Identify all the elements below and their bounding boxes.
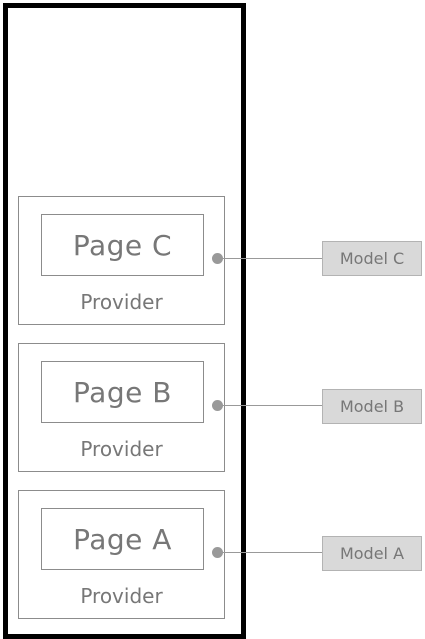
model-label-a: Model A [339, 544, 405, 563]
provider-label-a: Provider [80, 584, 163, 608]
provider-box-c: Page C Provider [18, 196, 225, 325]
page-box-b: Page B [41, 361, 204, 423]
connector-line-a [218, 552, 322, 553]
model-label-c: Model C [339, 249, 405, 268]
model-box-c: Model C [322, 241, 422, 276]
connector-dot-c [212, 253, 223, 264]
connector-dot-a [212, 547, 223, 558]
page-label-c: Page C [72, 228, 173, 262]
provider-label-b: Provider [80, 437, 163, 461]
page-label-b: Page B [73, 375, 172, 409]
model-box-a: Model A [322, 536, 422, 571]
model-box-b: Model B [322, 389, 422, 424]
page-box-a: Page A [41, 508, 204, 570]
page-label-a: Page A [73, 522, 172, 556]
page-box-c: Page C [41, 214, 204, 276]
provider-box-a: Page A Provider [18, 490, 225, 619]
provider-label-c: Provider [80, 290, 163, 314]
connector-line-b [218, 405, 322, 406]
model-label-b: Model B [339, 397, 405, 416]
provider-box-b: Page B Provider [18, 343, 225, 472]
connector-line-c [218, 258, 322, 259]
connector-dot-b [212, 400, 223, 411]
